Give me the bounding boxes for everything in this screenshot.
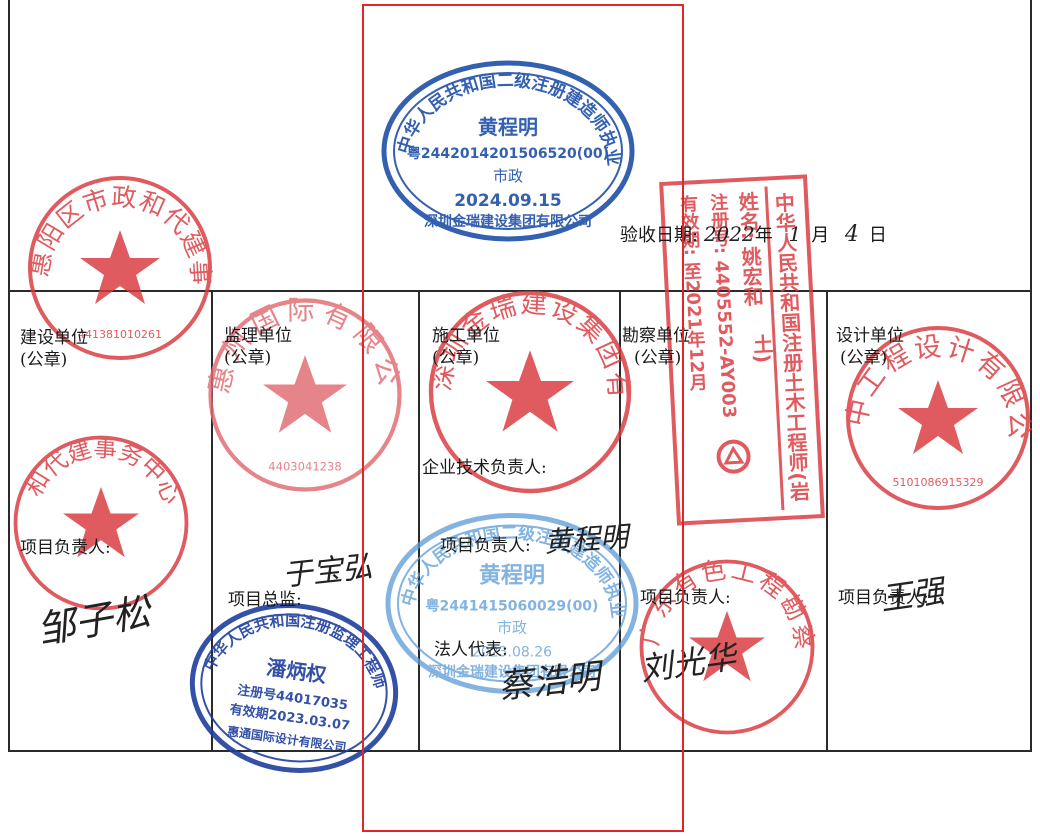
engineer-reg-no: 4405552-AY003 [710,259,740,419]
construction-unit-label: 施工单位 [432,326,500,346]
design-unit-label: 设计单位 [836,326,904,346]
construction-tech-label: 企业技术负责人: [422,458,547,478]
client-seal: 惠阳区市政和代建事务中心 441381010261 [7,145,215,360]
builder-top-speciality: 市政 [493,167,523,185]
design-seal-note: (公章) [840,348,888,368]
table-left-border [8,0,10,752]
builder-stamp-top: 中华人民共和国二级注册建造师执业印章 黄程明 粤2442014201506520… [370,40,635,242]
column-divider-2 [418,290,420,752]
builder-bottom-reg: 粤2441415060029(00) [426,598,599,615]
supervisor-engineer-name: 潘炳权 [265,655,329,687]
table-mid-line [8,290,1032,292]
engineer-name: 姚宏和 [737,245,765,307]
construction-legal-label: 法人代表: [434,640,508,660]
builder-top-name: 黄程明 [478,115,538,139]
builder-bottom-speciality: 市政 [497,619,527,637]
supervisor-seal-note: (公章) [224,348,272,368]
supervisor-engineer-stamp: 中华人民共和国注册监理工程师 潘炳权 注册号44017035 有效期2023.0… [189,599,399,773]
builder-bottom-company: 深圳金瑞建设集团有限公司 [428,664,596,681]
builder-top-valid: 2024.09.15 [454,191,562,211]
client-person-label: 项目负责人: [20,538,111,558]
table-bottom-line [8,750,1032,752]
survey-seal-note: (公章) [634,348,682,368]
column-divider-4 [826,290,828,752]
client-seal-2: 和代建事务中心 [13,434,189,611]
table-right-border [1030,0,1032,752]
acceptance-month-unit: 月 [811,225,830,246]
supervisor-person-label: 项目总监: [228,590,302,610]
acceptance-day-unit: 日 [868,225,887,246]
column-divider-1 [211,290,213,752]
design-seal-code: 5101086915329 [893,476,984,489]
design-person-label: 项目负责人: [838,588,929,608]
construction-person-label: 项目负责人: [440,536,531,556]
builder-top-company: 深圳金瑞建设集团有限公司 [424,213,592,230]
builder-bottom-name: 黄程明 [479,564,545,589]
supervisor-seal-code: 4403041238 [268,460,341,474]
design-seal: 中工程设计有限公司 5101086915329 [823,294,1031,510]
engineer-stamp: 中华人民共和国注册土木工程师(岩土) 姓名: 姚宏和 注册号: 4405552-… [659,174,825,526]
acceptance-year: 2022 [703,222,755,246]
builder-bottom-valid: 2023.08.26 [472,645,552,661]
builder-stamp-bottom: 中华人民共和国二级注册建造师执业印章 黄程明 粤2441415060029(00… [374,493,639,694]
client-unit-label: 建设单位 [20,328,88,348]
annotation-highlight-box [362,4,684,832]
construction-seal-note: (公章) [432,348,480,368]
supervisor-person-signature: 于宝弘 [280,549,374,594]
acceptance-day: 4 [844,222,859,247]
design-person-signature: 王强 [877,571,947,619]
acceptance-month: 1 [788,222,802,246]
engineer-emblem-icon [716,439,751,474]
supervisor-unit-label: 监理单位 [224,326,292,346]
survey-person-label: 项目负责人: [640,588,731,608]
survey-unit-label: 勘察单位 [622,326,690,346]
column-divider-3 [619,290,621,752]
acceptance-date-label: 验收日期: [620,225,699,246]
acceptance-year-unit: 年 [754,225,773,246]
client-seal-code: 441381010261 [78,328,162,341]
client-seal-note: (公章) [20,350,68,370]
builder-top-reg: 粤2442014201506520(00) [407,145,609,162]
construction-seal: 深圳金瑞建设集团有限公司 [406,258,632,494]
